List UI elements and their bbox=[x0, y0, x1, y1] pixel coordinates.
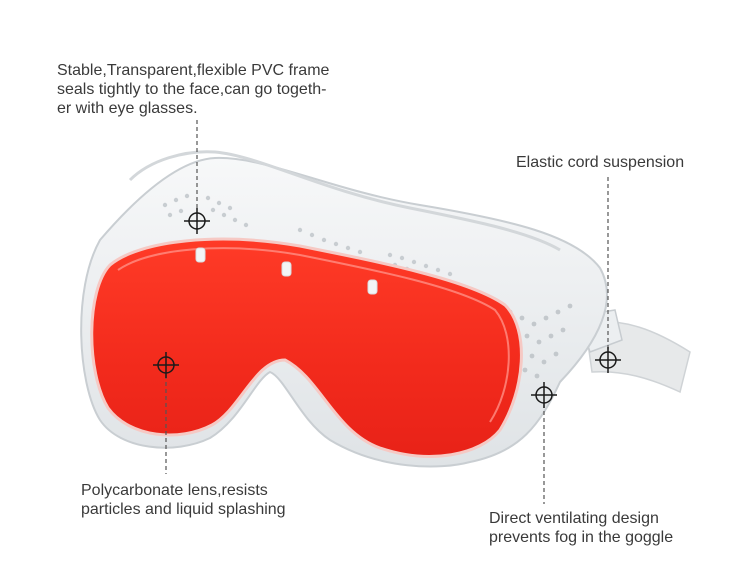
red-lens bbox=[90, 237, 523, 458]
crosshair-icon bbox=[531, 382, 557, 408]
crosshair-icon bbox=[595, 347, 621, 373]
lens-clips bbox=[195, 247, 378, 295]
vent-callout-text: Direct ventilating design prevents fog i… bbox=[489, 509, 673, 547]
frame-callout-line-3: er with eye glasses. bbox=[57, 100, 198, 117]
frame-callout-line-2: seals tightly to the face,can go togeth- bbox=[57, 81, 327, 98]
crosshair-icon bbox=[153, 352, 179, 378]
lens-callout-line-2: particles and liquid splashing bbox=[81, 501, 286, 518]
frame-callout-line-1: Stable,Transparent,flexible PVC frame bbox=[57, 62, 330, 79]
vent-callout-line-1: Direct ventilating design bbox=[489, 510, 659, 527]
lens-callout-text: Polycarbonate lens,resists particles and… bbox=[81, 481, 286, 519]
frame-top-ridge bbox=[128, 150, 561, 252]
vent-callout-line-2: prevents fog in the goggle bbox=[489, 529, 674, 546]
frame-callout-text: Stable,Transparent,flexible PVC frame se… bbox=[57, 61, 329, 118]
cord-callout-text: Elastic cord suspension bbox=[516, 153, 684, 172]
crosshair-icon bbox=[184, 208, 210, 234]
cord-callout-line-1: Elastic cord suspension bbox=[516, 154, 685, 171]
lens-callout-line-1: Polycarbonate lens,resists bbox=[81, 482, 268, 499]
lens-rim bbox=[117, 247, 510, 423]
